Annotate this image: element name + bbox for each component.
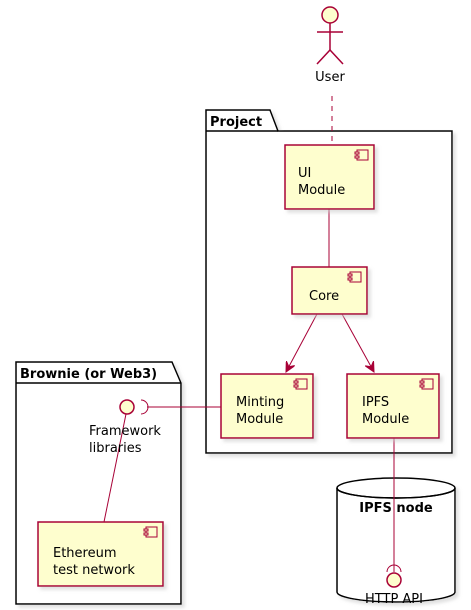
framework-label-line1: Framework xyxy=(89,424,161,439)
component-ipfs-module: IPFS Module xyxy=(346,373,440,439)
component-core: Core xyxy=(291,266,368,315)
component-icon xyxy=(143,526,158,538)
framework-to-ethereum-link xyxy=(103,413,127,523)
http-socket xyxy=(386,564,402,573)
ethereum-line2: test network xyxy=(53,563,135,578)
ipfs-module-line1: IPFS xyxy=(362,395,389,410)
minting-module-line2: Module xyxy=(236,412,283,427)
core-label: Core xyxy=(309,289,339,304)
stick-figure-actor-icon xyxy=(316,6,344,65)
actor-user-label: User xyxy=(315,70,345,85)
ipfs-module-line2: Module xyxy=(362,412,409,427)
interface-lollipop-icon xyxy=(386,572,402,588)
ui-module-line1: UI xyxy=(298,166,311,181)
interface-lollipop-icon xyxy=(119,399,135,415)
component-icon xyxy=(419,378,434,390)
minting-module-line1: Minting xyxy=(236,395,284,410)
database-ipfs-node xyxy=(336,477,456,603)
package-brownie-title: Brownie (or Web3) xyxy=(20,367,157,382)
component-ui-module: UI Module xyxy=(284,144,375,210)
ui-module-line2: Module xyxy=(298,183,345,198)
http-api-label: HTTP API xyxy=(365,592,423,607)
ethereum-line1: Ethereum xyxy=(53,546,117,561)
package-project-title: Project xyxy=(210,115,262,130)
component-icon xyxy=(347,271,362,283)
core-to-minting-arrow xyxy=(286,313,318,372)
component-icon xyxy=(293,378,308,390)
database-title: IPFS node xyxy=(359,501,433,516)
component-ethereum-test-network: Ethereum test network xyxy=(37,521,164,587)
component-icon xyxy=(354,149,369,161)
component-minting-module: Minting Module xyxy=(220,373,314,439)
framework-label-line2: libraries xyxy=(89,441,142,456)
framework-socket xyxy=(140,399,149,415)
core-to-ipfs-arrow xyxy=(341,313,374,372)
